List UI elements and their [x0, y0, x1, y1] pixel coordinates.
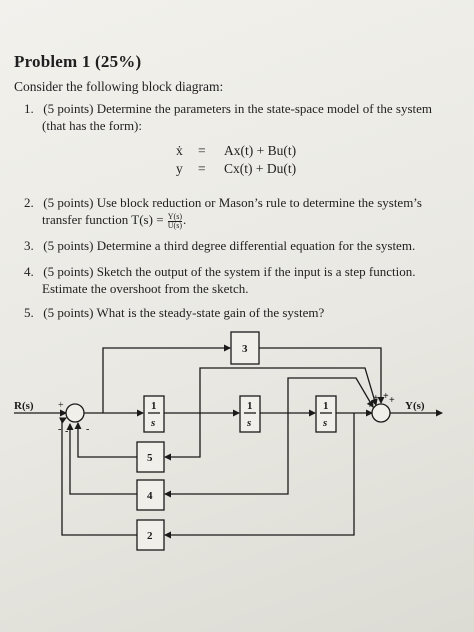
sum-2-plus-sign-b: + — [373, 393, 379, 404]
output-label: Y(s) — [405, 400, 425, 412]
sum-1-minus-sign-b: - — [65, 426, 68, 437]
gain-4-value: 4 — [147, 490, 153, 502]
feedforward-line-from-gain-3 — [259, 347, 385, 404]
question-text: (5 points) Determine the parameters in t… — [43, 101, 433, 116]
equation-1-equals: = — [198, 143, 206, 158]
question-number: 5. — [24, 305, 34, 320]
feedback-line-from-gain-5 — [74, 422, 137, 458]
sum-1-minus-sign-a: - — [58, 424, 61, 435]
sum-2-plus-sign-c: + — [383, 391, 389, 402]
equation-1-lhs: ẋ — [176, 143, 183, 158]
question-number: 1. — [24, 101, 34, 116]
feedback-line-from-gain-4 — [66, 423, 137, 495]
equation-2-rhs: Cx(t) + Du(t) — [224, 161, 297, 176]
sum-2-plus-sign-a: + — [367, 400, 373, 411]
question-text: (5 points) Determine a third degree diff… — [43, 238, 416, 253]
integrator-1-denominator: s — [150, 417, 155, 429]
direct-path-to-summing-junction-2 — [199, 367, 378, 413]
feedforward-line-to-gain-3 — [102, 344, 231, 413]
transfer-function-fraction: Y(s) U(s) — [167, 211, 182, 230]
feedback-line-from-gain-2 — [59, 417, 137, 536]
question-text-continued: (that has the form): — [42, 118, 142, 133]
equation-2-lhs: y — [176, 161, 183, 176]
question-4: 4. (5 points) Sketch the output of the s… — [24, 263, 416, 297]
question-text-continued: Estimate the overshoot from the sketch. — [42, 281, 249, 296]
equation-1-rhs: Ax(t) + Bu(t) — [224, 143, 297, 158]
path-integrator-2-to-summing-junction-2 — [287, 377, 374, 413]
transfer-function-label: transfer function T(s) = — [42, 212, 164, 227]
gain-block-2 — [136, 519, 165, 551]
question-number: 3. — [24, 238, 34, 253]
integrator-block-1 — [143, 395, 165, 433]
sum-2-plus-sign-d: + — [389, 395, 395, 406]
gain-3-value: 3 — [242, 343, 248, 355]
question-5: 5. (5 points) What is the steady-state g… — [24, 304, 324, 321]
gain-2-value: 2 — [147, 530, 153, 542]
integrator-2-denominator: s — [246, 417, 251, 429]
integrator-3-denominator: s — [322, 417, 327, 429]
feedback-line-to-gain-4 — [164, 413, 289, 498]
feedback-line-to-gain-5 — [164, 413, 201, 461]
feedback-line-to-gain-2 — [164, 413, 355, 539]
question-1: 1. (5 points) Determine the parameters i… — [24, 100, 432, 134]
question-number: 4. — [24, 264, 34, 279]
input-label: R(s) — [14, 400, 34, 412]
fraction-denominator: U(s) — [167, 220, 182, 230]
question-text: (5 points) What is the steady-state gain… — [43, 305, 325, 320]
fraction-numerator: Y(s) — [167, 211, 182, 221]
question-text: (5 points) Use block reduction or Mason’… — [43, 195, 422, 210]
integrator-3-numerator: 1 — [323, 400, 329, 412]
question-number: 2. — [24, 195, 34, 210]
problem-intro: Consider the following block diagram: — [14, 79, 224, 94]
summing-junction-2 — [371, 403, 391, 423]
sentence-end: . — [183, 212, 187, 227]
gain-5-value: 5 — [147, 452, 153, 464]
question-text: (5 points) Sketch the output of the syst… — [43, 264, 416, 279]
integrator-block-2 — [239, 395, 261, 433]
sum-1-plus-sign: + — [58, 400, 64, 411]
fraction-bar — [167, 220, 182, 222]
question-2: 2. (5 points) Use block reduction or Mas… — [24, 194, 422, 230]
equation-2-equals: = — [198, 161, 206, 176]
integrator-2-numerator: 1 — [247, 400, 253, 412]
problem-title: Problem 1 (25%) — [14, 52, 142, 71]
gain-block-4 — [136, 479, 165, 511]
integrator-block-3 — [315, 395, 337, 433]
sum-1-minus-sign-c: - — [86, 424, 89, 435]
integrator-1-numerator: 1 — [151, 400, 157, 412]
gain-block-5 — [136, 441, 165, 473]
question-text-continued: transfer function T(s) = Y(s) U(s) . — [24, 211, 422, 230]
summing-junction-1 — [65, 403, 85, 423]
question-3: 3. (5 points) Determine a third degree d… — [24, 237, 415, 254]
